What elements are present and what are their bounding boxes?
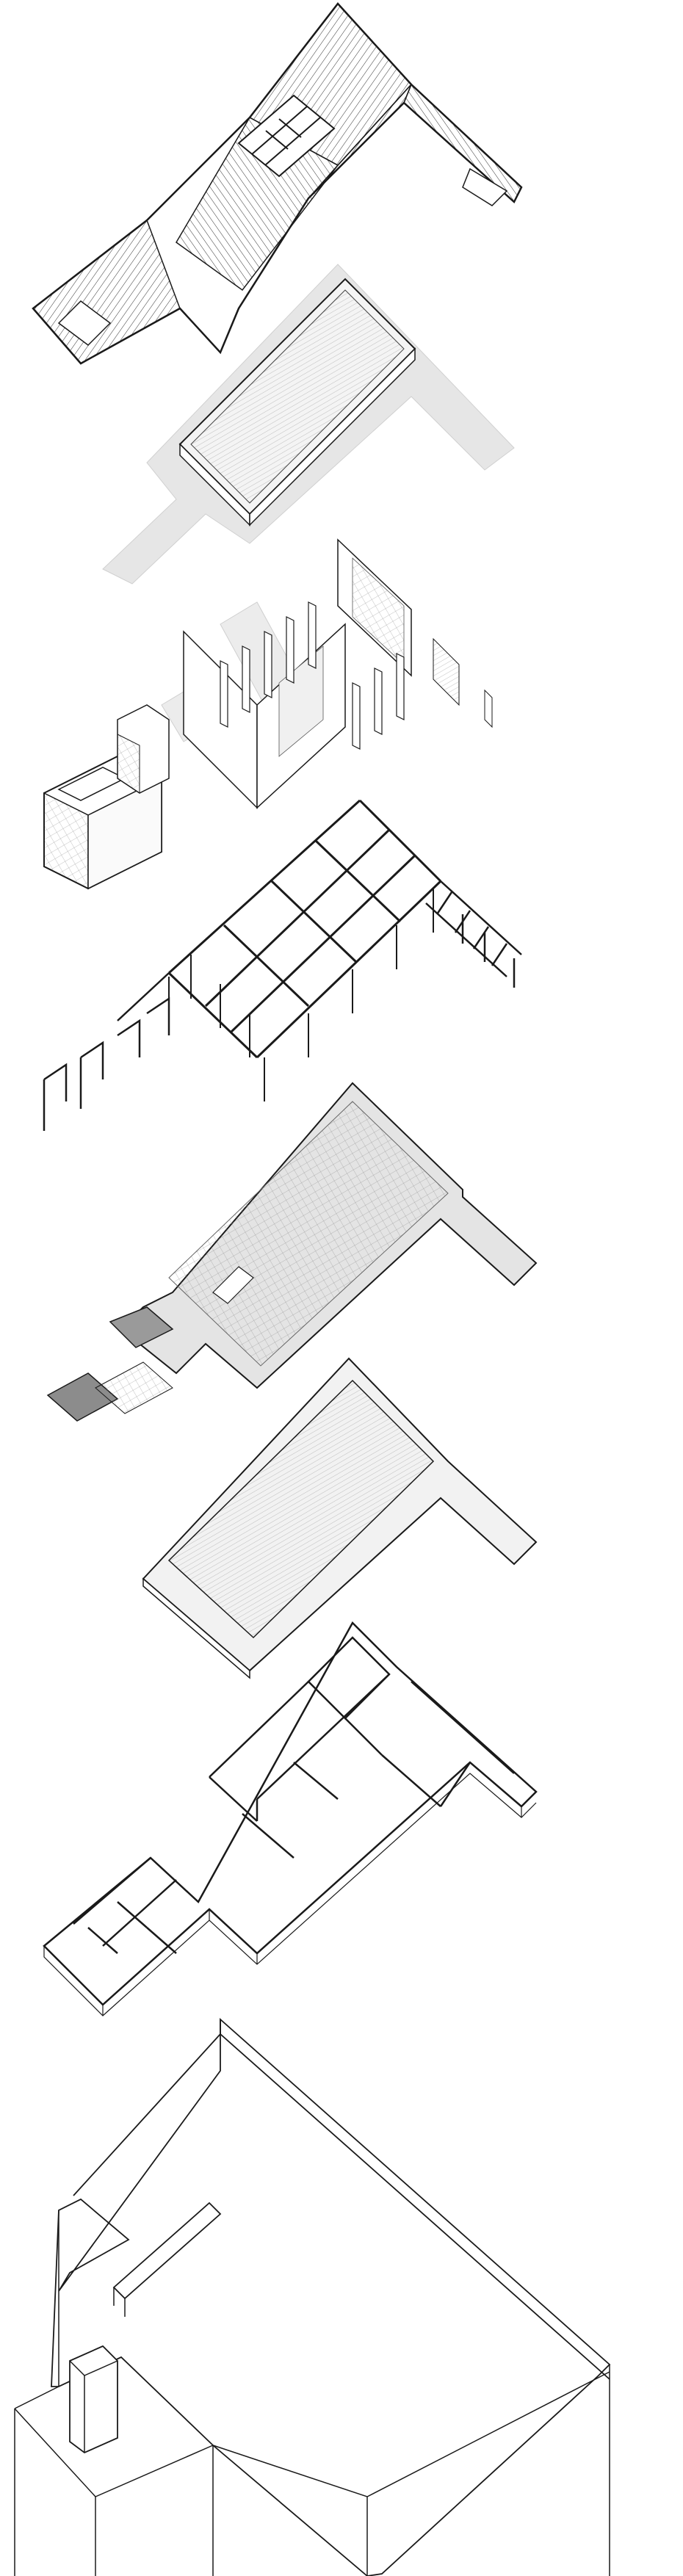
frame-west-arm bbox=[43, 972, 170, 1131]
ceiling-deck-edge-right bbox=[249, 347, 416, 527]
roof-east-slope bbox=[308, 84, 412, 199]
wall-fins bbox=[220, 601, 405, 750]
slab-deck bbox=[167, 1379, 435, 1639]
foundation-walls-depth bbox=[43, 1773, 537, 2016]
frame-east-arm bbox=[425, 880, 522, 988]
frame-layer bbox=[43, 799, 522, 1131]
roof-layer bbox=[32, 2, 523, 365]
ceiling-deck-inner bbox=[190, 289, 405, 504]
frame-grid bbox=[167, 799, 442, 1059]
roof-skylight bbox=[237, 94, 336, 178]
roof-dormer-east bbox=[462, 167, 508, 206]
floor-layer bbox=[46, 1082, 538, 1422]
slab-layer bbox=[142, 1357, 538, 1679]
floor-path bbox=[95, 1361, 173, 1414]
wall-panels bbox=[183, 538, 493, 809]
floor-stair-pad bbox=[109, 1306, 174, 1348]
frame-posts bbox=[168, 889, 434, 1101]
stair-tower bbox=[43, 704, 170, 890]
ceiling-layer bbox=[102, 264, 515, 585]
site-ridge bbox=[73, 2033, 221, 2196]
slab-edge bbox=[142, 1577, 250, 1679]
walls-layer bbox=[43, 538, 493, 890]
foundation-outer bbox=[43, 1621, 538, 2006]
site-top-surface bbox=[51, 2017, 611, 2576]
floor-grid bbox=[168, 1101, 449, 1367]
roof-dormer-west bbox=[57, 300, 112, 346]
floor-opening bbox=[212, 1266, 254, 1304]
foundation-inner bbox=[307, 1636, 391, 1720]
foundation-layer bbox=[43, 1621, 538, 2016]
site-layer bbox=[14, 2017, 611, 2576]
site-chimney bbox=[69, 2345, 118, 2454]
roof-east-wing bbox=[403, 83, 522, 203]
